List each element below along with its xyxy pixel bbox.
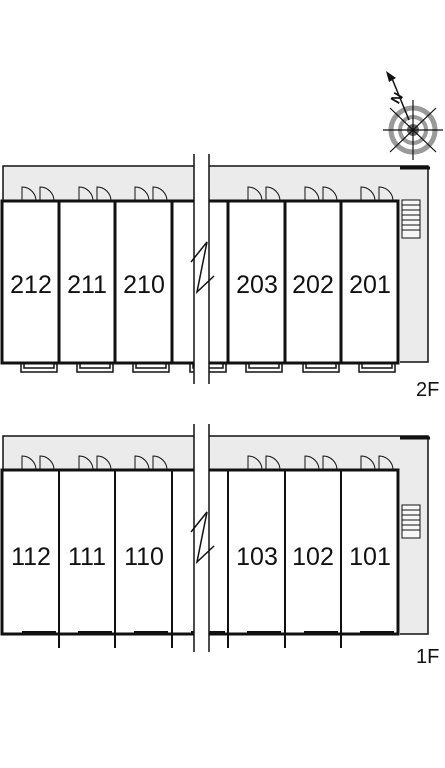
corridor-2f	[3, 166, 428, 201]
staircase-icon	[401, 199, 421, 239]
room-103-label: 103	[236, 543, 278, 571]
room-212-label: 212	[10, 271, 52, 299]
corridor-1f	[3, 436, 428, 470]
room-111-label: 111	[68, 543, 106, 571]
staircase-icon	[401, 504, 421, 539]
floor-1f: 112 111 110 103 102 101 1F	[0, 424, 439, 668]
door-icons-1f	[21, 455, 394, 471]
floor-2f: 212 211 210 203 202 201 2F	[0, 154, 439, 401]
door-icons-2f	[21, 186, 394, 202]
room-112-label: 112	[11, 543, 51, 571]
floor-label-2f: 2F	[416, 379, 439, 401]
room-201-label: 201	[349, 271, 391, 299]
room-211-label: 211	[67, 271, 107, 299]
room-102-label: 102	[292, 543, 334, 571]
room-202-label: 202	[292, 271, 334, 299]
stair-landing-2f	[400, 166, 428, 362]
room-203-label: 203	[236, 271, 278, 299]
compass-north-label: N	[387, 89, 406, 106]
room-110-label: 110	[124, 543, 164, 571]
room-210-label: 210	[123, 271, 165, 299]
floor-label-1f: 1F	[416, 646, 439, 668]
room-101-label: 101	[349, 543, 391, 571]
section-break-1f	[190, 424, 215, 652]
compass-rose-icon: N	[383, 71, 443, 160]
section-break-2f	[190, 154, 215, 384]
